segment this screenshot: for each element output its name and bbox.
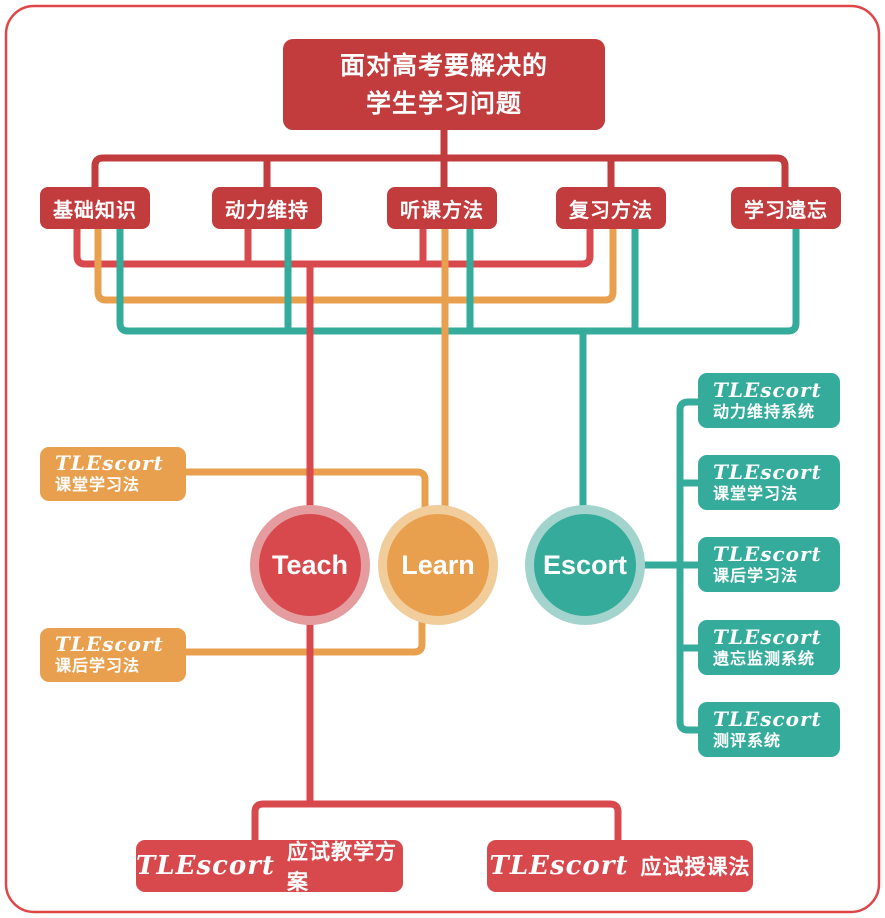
bottom-node-label: 应试授课法 [640, 856, 751, 879]
brand-logo: TLEscort [489, 851, 629, 881]
brand-logo: TLEscort [713, 377, 822, 402]
connector-root-tree [91, 130, 789, 187]
connector-bottom-bus [251, 800, 622, 841]
frame-border [4, 4, 881, 914]
node-right-assessment-system: TLEscort 测评系统 [698, 702, 840, 757]
node-right-classroom-method: TLEscort 课堂学习法 [698, 455, 840, 510]
connector-left-bottom-feed [186, 614, 426, 656]
node-problem-motivation: 动力维持 [212, 187, 322, 229]
brand-logo: TLEscort [713, 459, 822, 484]
right-node-label: 课堂学习法 [713, 485, 799, 503]
brand-logo: TLEscort [136, 851, 275, 881]
brand-logo: TLEscort [713, 624, 822, 649]
root-title-line2: 学生学习问题 [365, 89, 522, 118]
connector-left-top-feed [186, 468, 429, 512]
connector-teal-bus [116, 228, 800, 335]
circle-label: Learn [401, 549, 475, 580]
node-left-classroom-method: TLEscort 课堂学习法 [40, 447, 186, 501]
connector-orange-bus [94, 228, 617, 304]
node-circle-escort: Escort [525, 505, 645, 625]
root-title-line1: 面对高考要解决的 [339, 51, 548, 80]
problem-label: 基础知识 [53, 199, 137, 222]
node-problem-basics: 基础知识 [40, 187, 150, 229]
left-node-label: 课后学习法 [55, 658, 141, 675]
node-circle-learn: Learn [378, 505, 498, 625]
circle-label: Escort [542, 549, 628, 580]
problem-label: 动力维持 [225, 199, 309, 222]
node-right-afterclass-method: TLEscort 课后学习法 [698, 537, 840, 592]
problem-label: 学习遗忘 [744, 199, 828, 222]
node-left-afterclass-method: TLEscort 课后学习法 [40, 628, 186, 682]
node-bottom-exam-teaching-plan: TLEscort 应试教学方案 [136, 840, 403, 894]
brand-logo: TLEscort [55, 451, 164, 475]
connector-red-bus [73, 228, 594, 268]
circle-label: Teach [271, 549, 349, 580]
right-node-label: 课后学习法 [713, 567, 799, 585]
brand-logo: TLEscort [713, 541, 822, 566]
bottom-node-label: 应试教学方案 [286, 841, 397, 894]
brand-logo: TLEscort [55, 632, 164, 656]
node-problem-listening: 听课方法 [387, 187, 497, 229]
problem-label: 听课方法 [400, 199, 484, 222]
brand-logo: TLEscort [713, 706, 822, 731]
right-node-label: 测评系统 [713, 732, 782, 750]
node-circle-teach: Teach [250, 505, 370, 625]
node-problem-review: 复习方法 [556, 187, 666, 229]
connector-escort-right-spine [641, 398, 698, 734]
right-node-label: 动力维持系统 [713, 403, 816, 421]
node-right-motivation-system: TLEscort 动力维持系统 [698, 373, 840, 428]
node-problem-forgetting: 学习遗忘 [731, 187, 841, 229]
node-root-problem: 面对高考要解决的 学生学习问题 [283, 39, 605, 130]
node-right-forgetting-monitor-system: TLEscort 遗忘监测系统 [698, 620, 840, 675]
node-bottom-exam-lecturing-method: TLEscort 应试授课法 [487, 840, 753, 892]
left-node-label: 课堂学习法 [55, 477, 141, 494]
right-node-label: 遗忘监测系统 [713, 650, 816, 668]
problem-label: 复习方法 [569, 199, 653, 222]
